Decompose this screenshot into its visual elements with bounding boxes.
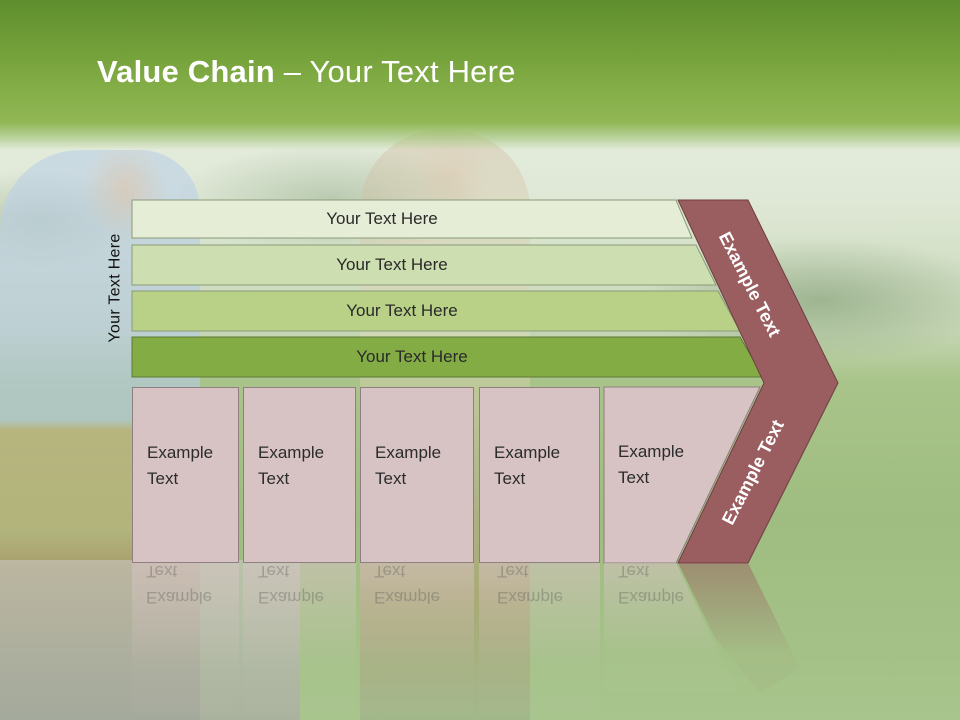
reflection-chevron xyxy=(678,563,800,693)
reflection-label-2: Example Text xyxy=(258,563,325,607)
box-5: Example Text xyxy=(604,387,704,563)
reflection-label-3: Example Text xyxy=(374,563,441,607)
title-bold: Value Chain xyxy=(97,54,275,89)
box-4: Example Text xyxy=(479,387,600,563)
row-1-label: Your Text Here xyxy=(326,209,438,228)
box-3: Example Text xyxy=(360,387,474,563)
reflection-box-5 xyxy=(604,563,740,693)
row-2: Your Text Here xyxy=(132,246,712,284)
box-4-label: Example Text xyxy=(494,443,561,488)
row-4-label: Your Text Here xyxy=(356,347,468,366)
row-3-label: Your Text Here xyxy=(346,301,458,320)
slide-title: Value Chain – Your Text Here xyxy=(97,54,516,90)
row-4: Your Text Here xyxy=(132,338,752,376)
row-1-shape xyxy=(131,199,693,239)
title-rest: – Your Text Here xyxy=(274,54,516,89)
reflection-label-4: Example Text xyxy=(497,563,564,607)
reflection-shapes xyxy=(132,563,800,713)
reflection-label-5: Example Text xyxy=(618,563,685,607)
reflection-box-4 xyxy=(479,563,600,713)
box-2: Example Text xyxy=(243,387,356,563)
reflection-box-2 xyxy=(243,563,356,713)
box-2-label: Example Text xyxy=(258,443,325,488)
box-5-label: Example Text xyxy=(618,442,685,487)
reflection-box-1 xyxy=(132,563,239,713)
row-2-shape xyxy=(131,244,717,286)
row-2-label: Your Text Here xyxy=(336,255,448,274)
reflection: Example Text Example Text Example Text E… xyxy=(0,563,960,720)
header-bar xyxy=(0,0,960,150)
reflection-text: Example Text Example Text Example Text E… xyxy=(0,563,960,720)
box-5-shape xyxy=(603,386,761,564)
box-1: Example Text xyxy=(132,387,239,563)
reflection-box-3 xyxy=(360,563,474,713)
row-1: Your Text Here xyxy=(132,200,692,238)
box-1-label: Example Text xyxy=(147,443,214,488)
box-3-label: Example Text xyxy=(375,443,442,488)
row-3: Your Text Here xyxy=(132,292,732,330)
reflection-label-1: Example Text xyxy=(146,563,213,607)
